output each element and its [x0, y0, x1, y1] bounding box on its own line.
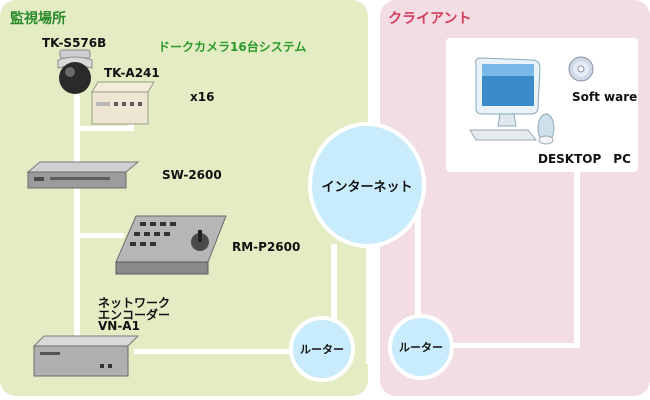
wire-internet-right — [366, 236, 372, 364]
wire-multiplexer — [74, 126, 134, 131]
dome-camera-icon — [57, 49, 93, 94]
controller-label: RM-P2600 — [232, 240, 301, 254]
monitoring-site-title: 監視場所 — [10, 11, 66, 27]
desktop-pc-icon — [469, 57, 555, 145]
wire-internet-left — [331, 244, 337, 322]
wire-pc-horizontal — [448, 343, 578, 348]
wire-pc-right-vertical — [574, 172, 580, 348]
multiplexer-label: TK-A241 — [104, 66, 160, 80]
router-right-label: ルーター — [399, 341, 443, 354]
controller-device-icon — [115, 215, 227, 275]
encoder-device-icon — [32, 335, 140, 377]
wire-multiplexer-drop — [128, 124, 134, 130]
switcher-device-icon — [26, 161, 140, 189]
client-title: クライアント — [388, 11, 472, 27]
system-label: ドークカメラ16台システム — [158, 40, 307, 54]
router-left-label: ルーター — [300, 343, 344, 356]
router-left: ルーター — [289, 316, 355, 382]
switcher-label: SW-2600 — [162, 168, 222, 182]
wire-vertical-main — [74, 94, 80, 350]
encoder-label-line2: エンコーダー — [98, 308, 171, 322]
encoder-label-line3: VN-A1 — [98, 319, 140, 333]
internet-cloud: インターネット — [308, 122, 426, 248]
encoder-label-line1: ネットワーク — [98, 296, 171, 310]
wire-right-router-down — [368, 358, 374, 366]
multiplier-label: x16 — [190, 90, 215, 104]
software-cd-icon — [568, 56, 594, 82]
internet-label: インターネット — [321, 179, 413, 195]
wire-encoder-router — [134, 349, 294, 354]
software-label: Soft ware — [572, 90, 638, 104]
camera-label: TK-S576B — [42, 36, 107, 50]
desktop-pc-label: DESKTOP PC — [538, 152, 631, 166]
multiplexer-device-icon — [91, 81, 155, 125]
router-right: ルーター — [388, 314, 454, 380]
wire-controller — [74, 233, 124, 238]
wire-pc-vertical — [415, 172, 421, 320]
